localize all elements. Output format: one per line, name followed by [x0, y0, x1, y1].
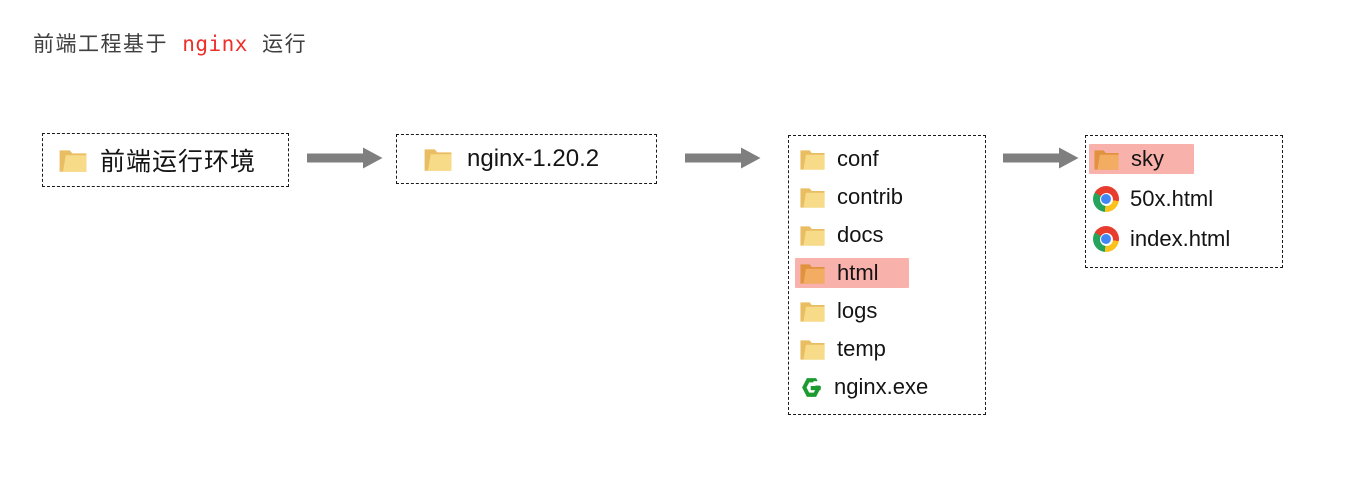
chrome-icon: [1093, 186, 1119, 212]
list-item-label: nginx.exe: [834, 374, 929, 399]
list-item-label: 50x.html: [1130, 186, 1214, 211]
list-item-label: contrib: [837, 184, 904, 209]
flow-arrow-1: [307, 147, 383, 169]
page-title: 前端工程基于 nginx 运行: [33, 28, 307, 58]
folder-icon: [800, 339, 825, 360]
list-item-conf: conf: [795, 140, 985, 178]
list-item-html-highlighted: html: [795, 254, 985, 292]
list-item-contrib: contrib: [795, 178, 985, 216]
title-prefix: 前端工程基于: [33, 32, 168, 56]
folder-icon: [800, 225, 825, 246]
list-item-label: temp: [837, 336, 886, 361]
list-item-sky-highlighted: sky: [1089, 139, 1282, 179]
html-dir-listing-box: sky 50x.html index.html: [1085, 135, 1283, 268]
folder-icon: [800, 187, 825, 208]
list-item-label: index.html: [1130, 226, 1231, 251]
frontend-env-box: 前端运行环境: [42, 133, 289, 187]
list-item-temp: temp: [795, 330, 985, 368]
list-item-label: docs: [837, 222, 884, 247]
folder-icon: [59, 149, 87, 172]
nginx-version-label: nginx-1.20.2: [467, 145, 600, 172]
chrome-icon: [1093, 226, 1119, 252]
list-item-index-html: index.html: [1089, 219, 1282, 259]
list-item-label: logs: [837, 298, 878, 323]
list-item-nginx-exe: nginx.exe: [795, 368, 985, 406]
list-item-label: conf: [837, 146, 879, 171]
nginx-version-box: nginx-1.20.2: [396, 134, 657, 184]
title-nginx-keyword: nginx: [182, 32, 248, 56]
folder-icon: [424, 148, 452, 171]
folder-icon: [800, 149, 825, 170]
flow-arrow-2: [685, 147, 761, 169]
flow-arrow-3: [1003, 147, 1079, 169]
nginx-icon: [802, 377, 823, 397]
nginx-dir-listing-box: conf contrib docs html logs: [788, 135, 986, 415]
folder-icon: [800, 301, 825, 322]
list-item-50x-html: 50x.html: [1089, 179, 1282, 219]
list-item-label: html: [837, 260, 879, 285]
folder-icon: [1094, 149, 1119, 170]
list-item-label: sky: [1131, 146, 1164, 171]
list-item-docs: docs: [795, 216, 985, 254]
title-suffix: 运行: [262, 32, 308, 56]
list-item-logs: logs: [795, 292, 985, 330]
folder-icon: [800, 263, 825, 284]
frontend-env-label: 前端运行环境: [100, 148, 257, 176]
